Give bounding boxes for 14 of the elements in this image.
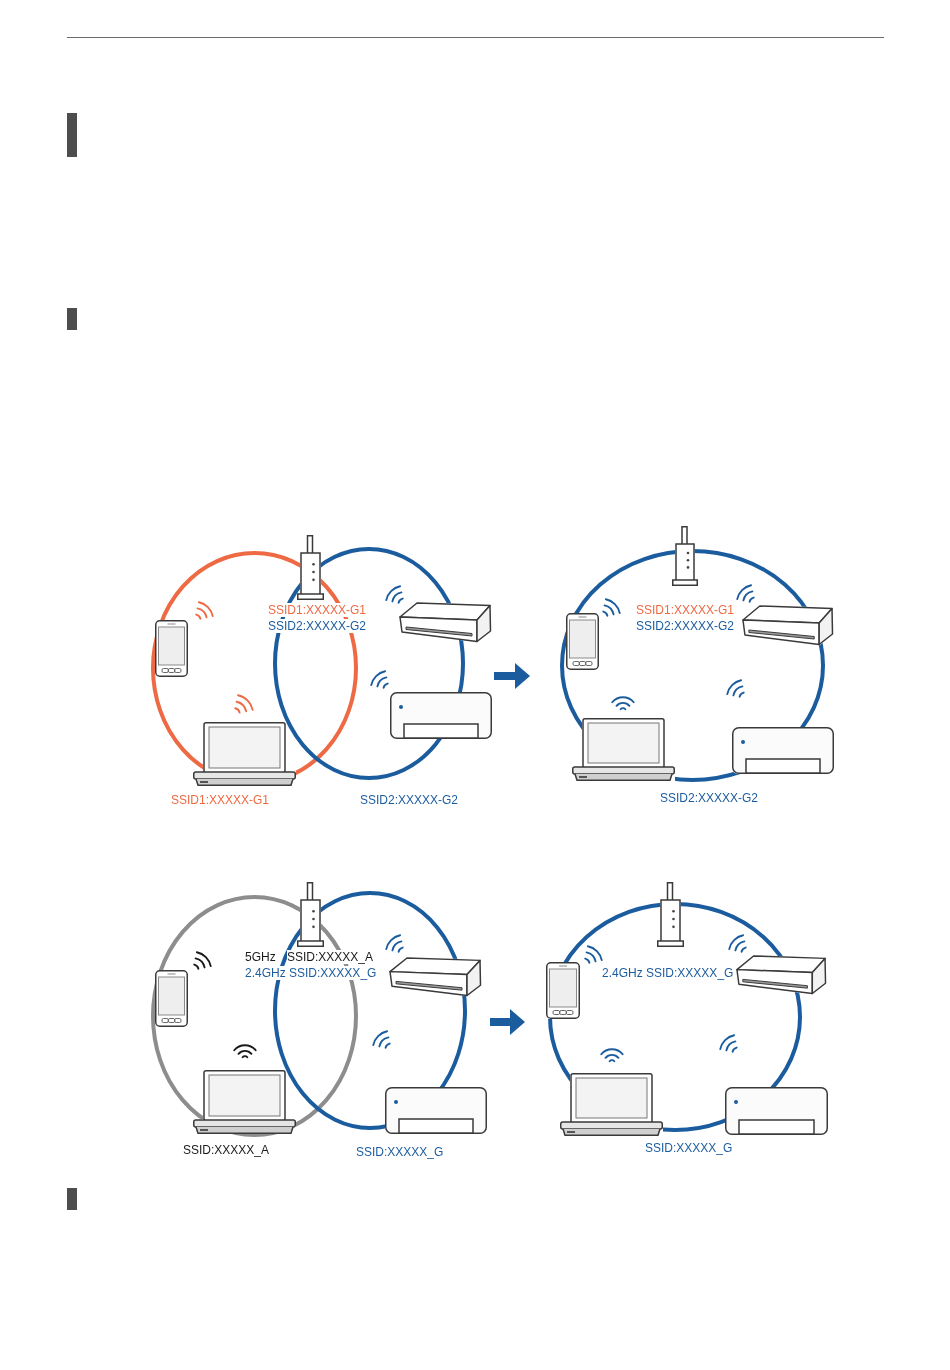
ssid-label: SSID:XXXXX_G (356, 1145, 444, 1159)
ssid-label: SSID2:XXXXX-G2 (636, 619, 735, 633)
ssid-label: SSID1:XXXXX-G1 (171, 793, 270, 807)
ssid-label: SSID2:XXXXX-G2 (360, 793, 459, 807)
ssid-label: 2.4GHz SSID:XXXXX_G (245, 966, 377, 980)
ssid-label: SSID2:XXXXX-G2 (660, 791, 759, 805)
ssid-label: SSID2:XXXXX-G2 (268, 619, 367, 633)
ssid-label: 2.4GHz SSID:XXXXX_G (602, 966, 734, 980)
ssid-label: SSID:XXXXX_A (287, 950, 374, 964)
ssid-label: SSID:XXXXX_G (645, 1141, 733, 1155)
ssid-label: SSID:XXXXX_A (183, 1143, 270, 1157)
ssid-label: SSID1:XXXXX-G1 (268, 603, 367, 617)
ssid-label: SSID1:XXXXX-G1 (636, 603, 735, 617)
ssid-label: 5GHz (245, 950, 276, 964)
